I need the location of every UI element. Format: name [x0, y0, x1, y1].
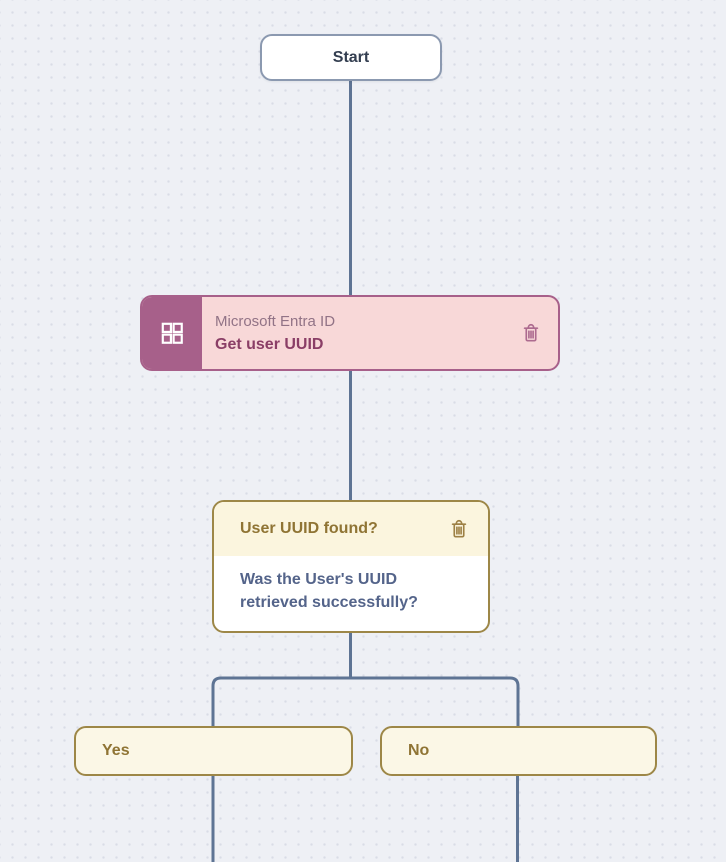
branch-label-no: No: [408, 742, 430, 759]
start-node[interactable]: Start: [260, 34, 442, 81]
trash-icon: [523, 323, 539, 342]
action-node-text: Microsoft Entra ID Get user UUID: [202, 297, 520, 369]
delete-decision-button[interactable]: [448, 518, 470, 540]
branch-node-yes[interactable]: Yes: [74, 726, 353, 776]
start-node-label: Start: [332, 48, 370, 66]
trash-icon: [451, 519, 467, 538]
branch-label-yes: Yes: [102, 742, 130, 759]
connector-branch-left: [211, 676, 351, 726]
connector-branch-right: [350, 676, 520, 726]
delete-action-button[interactable]: [520, 322, 542, 344]
branch-node-no[interactable]: No: [380, 726, 657, 776]
action-node-entra[interactable]: Microsoft Entra ID Get user UUID: [140, 295, 560, 371]
action-icon-panel: [142, 297, 202, 369]
action-name-label: Get user UUID: [215, 336, 324, 353]
decision-question-label: User UUID found?: [240, 520, 378, 537]
decision-description: Was the User's UUID retrieved successful…: [240, 571, 418, 611]
decision-node[interactable]: User UUID found? Was the User's UUID ret…: [212, 500, 490, 633]
action-service-label: Microsoft Entra ID: [215, 313, 336, 330]
grid-icon: [161, 322, 183, 344]
decision-header: User UUID found?: [214, 502, 488, 556]
